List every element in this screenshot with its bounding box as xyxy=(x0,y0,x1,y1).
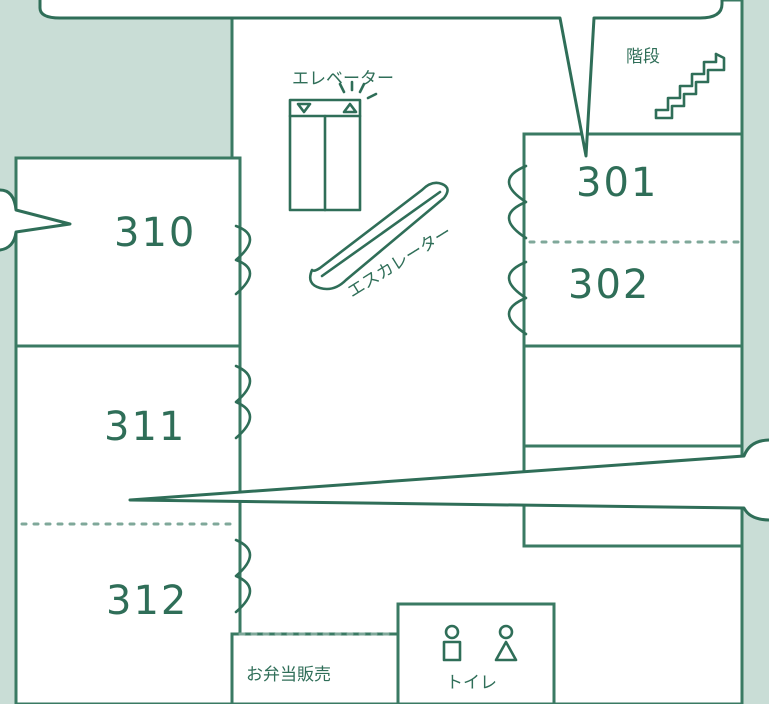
toilet-label: トイレ xyxy=(446,673,497,693)
stairs-label: 階段 xyxy=(626,47,660,67)
room-310-label: 310 xyxy=(114,210,196,256)
door-302 xyxy=(507,260,528,336)
speech-bubble-left xyxy=(0,188,72,252)
room-301-302-area xyxy=(522,132,744,350)
elevator-label: エレベーター xyxy=(292,69,394,89)
door-311 xyxy=(234,364,252,440)
door-301 xyxy=(507,164,528,240)
speech-bubble-top xyxy=(38,0,724,158)
room-302-label: 302 xyxy=(568,262,650,308)
door-312 xyxy=(234,538,252,614)
elevator-icon xyxy=(288,80,378,212)
door-310 xyxy=(234,224,252,296)
room-301-label: 301 xyxy=(576,160,658,206)
room-310-area xyxy=(14,156,242,350)
toilet-icon xyxy=(442,624,518,662)
bento-label: お弁当販売 xyxy=(246,665,331,685)
room-312-label: 312 xyxy=(106,578,188,624)
toilet-area xyxy=(396,602,556,704)
escalator-icon xyxy=(308,181,449,291)
room-311-label: 311 xyxy=(104,404,186,450)
right-room-a xyxy=(522,344,744,448)
stairs-icon xyxy=(654,52,726,120)
speech-bubble-right xyxy=(128,438,769,522)
